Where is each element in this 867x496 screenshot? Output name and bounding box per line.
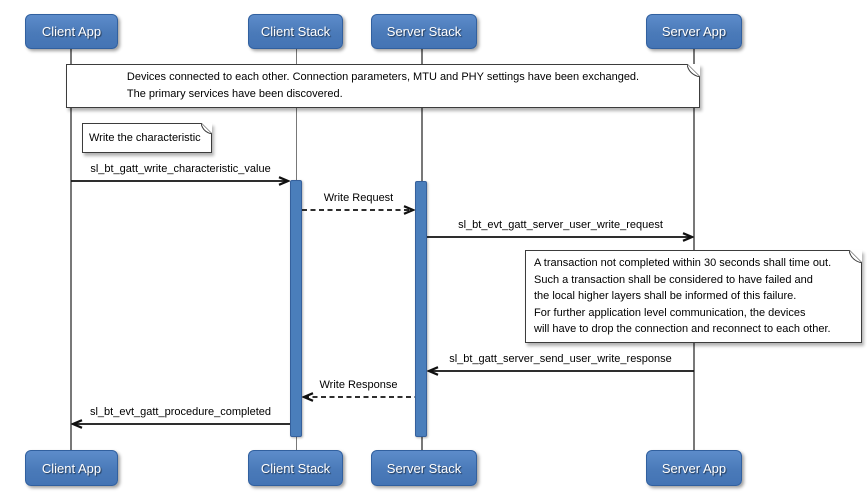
participant-server-stack-bottom: Server Stack xyxy=(371,450,477,486)
arrow-left-icon xyxy=(427,366,694,376)
note-connection-established: Devices connected to each other. Connect… xyxy=(66,64,700,108)
participant-client-app-top: Client App xyxy=(25,14,118,49)
arrow-right-icon xyxy=(427,232,694,242)
note-transaction-timeout: A transaction not completed within 30 se… xyxy=(525,250,862,343)
activation-bar-server-stack xyxy=(415,181,427,437)
note-text-line: Such a transaction shall be considered t… xyxy=(534,273,813,286)
note-text-line: A transaction not completed within 30 se… xyxy=(534,257,832,269)
arrow-left-icon xyxy=(302,392,415,402)
note-text-line: the local higher layers shall be informe… xyxy=(534,290,797,303)
message-write-response: Write Response xyxy=(302,379,415,402)
message-label: sl_bt_evt_gatt_procedure_completed xyxy=(89,406,271,418)
note-text-line: Devices connected to each other. Connect… xyxy=(126,71,640,83)
activation-bar-client-stack xyxy=(290,180,302,437)
participant-server-stack-top: Server Stack xyxy=(371,14,477,49)
message-write-characteristic-value: sl_bt_gatt_write_characteristic_value xyxy=(71,163,290,186)
message-procedure-completed: sl_bt_evt_gatt_procedure_completed xyxy=(71,406,290,429)
note-fold-icon xyxy=(849,250,862,263)
arrow-left-icon xyxy=(71,419,290,429)
note-fold-icon xyxy=(201,123,212,134)
message-server-user-write-request: sl_bt_evt_gatt_server_user_write_request xyxy=(427,219,694,242)
arrow-right-icon xyxy=(71,176,290,186)
participant-client-stack-bottom: Client Stack xyxy=(248,450,343,486)
participant-client-app-bottom: Client App xyxy=(25,450,118,486)
note-fold-icon xyxy=(687,64,700,77)
message-label: sl_bt_gatt_write_characteristic_value xyxy=(90,163,271,175)
lifeline-client-app xyxy=(70,49,72,450)
lifeline-server-app xyxy=(693,49,695,450)
message-send-user-write-response: sl_bt_gatt_server_send_user_write_respon… xyxy=(427,353,694,376)
message-label: Write Response xyxy=(319,379,398,391)
message-label: sl_bt_evt_gatt_server_user_write_request xyxy=(458,219,663,231)
note-text-line: The primary services have been discovere… xyxy=(126,88,343,100)
message-label: Write Request xyxy=(323,192,394,204)
note-write-characteristic: Write the characteristic xyxy=(82,123,212,153)
note-text-line: For further application level communicat… xyxy=(534,306,806,319)
message-label: sl_bt_gatt_server_send_user_write_respon… xyxy=(449,353,672,365)
arrow-right-icon xyxy=(302,205,415,215)
participant-client-stack-top: Client Stack xyxy=(248,14,343,49)
participant-server-app-bottom: Server App xyxy=(646,450,742,486)
note-text-line: will have to drop the connection and rec… xyxy=(534,323,831,336)
note-text-line: Write the characteristic xyxy=(89,131,201,144)
participant-server-app-top: Server App xyxy=(646,14,742,49)
message-write-request: Write Request xyxy=(302,192,415,215)
